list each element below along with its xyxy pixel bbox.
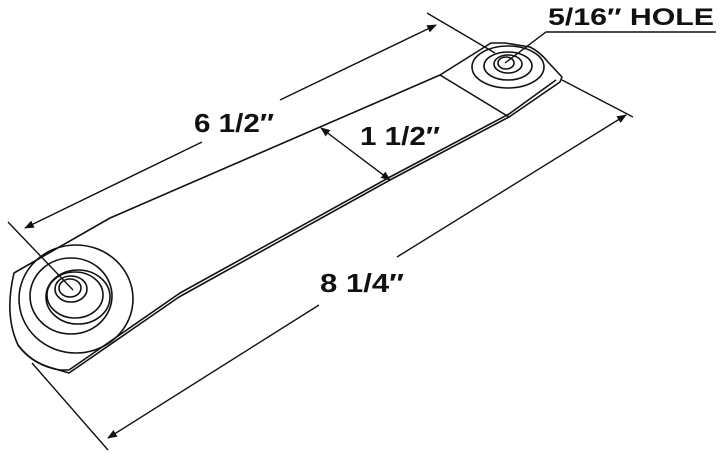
bar-body: [9, 42, 563, 374]
label-width: 1 1/2″: [360, 121, 440, 151]
dimension-center-to-center: 6 1/2″: [7, 12, 496, 291]
hole-callout: 5/16″ HOLE: [504, 4, 716, 64]
right-hole-washer: [471, 45, 545, 89]
dimension-width: 1 1/2″: [320, 121, 440, 181]
dimension-overall-length: 8 1/4″: [31, 79, 634, 451]
label-hole: 5/16″ HOLE: [548, 4, 714, 31]
label-overall-length: 8 1/4″: [320, 268, 404, 298]
label-center-to-center: 6 1/2″: [194, 108, 274, 138]
left-hole-washer: [18, 244, 134, 354]
